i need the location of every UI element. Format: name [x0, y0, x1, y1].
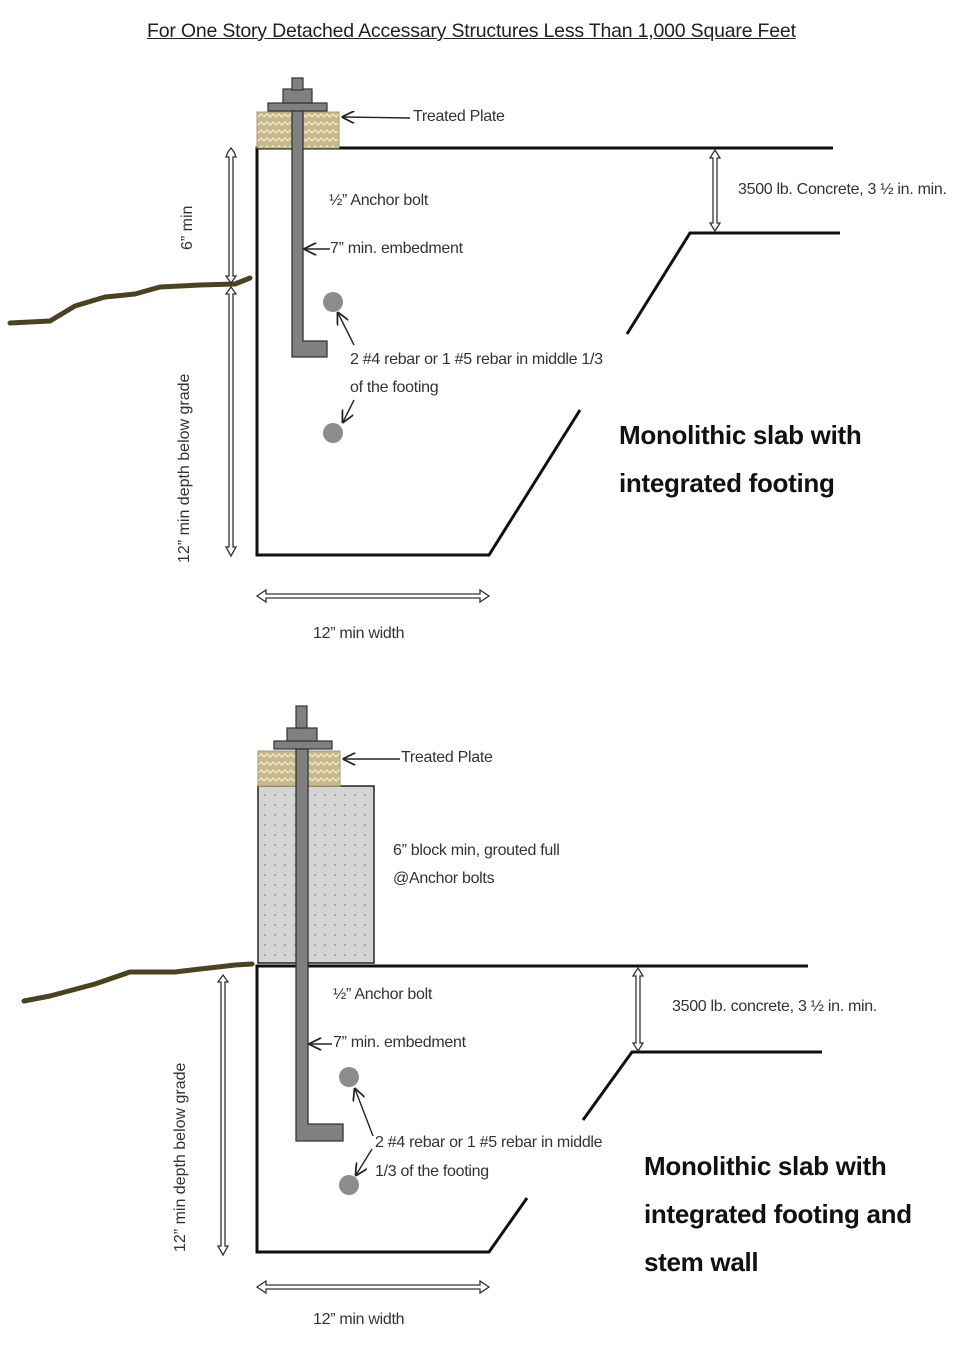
caption-diagram1: Monolithic slab with integrated footing — [619, 411, 862, 507]
bolt-tip — [295, 705, 308, 729]
rebar-label-line2: of the footing — [350, 379, 439, 396]
dim-12in-width — [255, 588, 491, 604]
rebar-label-line1: 2 #4 rebar or 1 #5 rebar in middle — [375, 1134, 603, 1151]
rebar-dot — [339, 1175, 359, 1195]
dim-12in-depth — [216, 973, 230, 1257]
footing-outline — [255, 964, 808, 1254]
dim-6in-above-grade — [224, 146, 238, 285]
slab-thickness-label: 3500 lb. Concrete, 3 ½ in. min. — [738, 181, 947, 198]
caption-line: integrated footing and — [644, 1199, 912, 1229]
rebar-dot — [323, 292, 343, 312]
dim-12in-width — [255, 1279, 491, 1295]
caption-line: Monolithic slab with — [619, 420, 862, 450]
rebar-leader-bottom — [343, 399, 355, 422]
grade-line — [7, 275, 253, 326]
depth-below-grade-label: 12” min depth below grade — [172, 1062, 189, 1252]
rebar-leader-top — [338, 313, 355, 346]
grade-line — [21, 961, 255, 1004]
caption-diagram2: Monolithic slab with integrated footing … — [644, 1142, 912, 1286]
anchor-bolt — [291, 110, 328, 358]
rebar-leader-bottom — [356, 1148, 373, 1175]
embedment-label: 7” min. embedment — [333, 1034, 466, 1051]
rebar-dot — [323, 423, 343, 443]
treated-plate-label: Treated Plate — [413, 108, 505, 125]
slab-bottom-outline — [581, 1050, 822, 1121]
washer — [267, 102, 328, 112]
dim-12in-depth — [224, 285, 238, 558]
dim-slab-thickness — [708, 148, 722, 233]
dim-slab-thickness — [631, 966, 645, 1053]
nut — [282, 88, 313, 104]
embedment-label: 7” min. embedment — [330, 240, 463, 257]
caption-line: integrated footing — [619, 468, 835, 498]
slab-thickness-label: 3500 lb. concrete, 3 ½ in. min. — [672, 998, 878, 1015]
block-label-line1: 6” block min, grouted full — [393, 842, 560, 859]
anchor-bolt — [295, 748, 344, 1142]
bolt-tip — [291, 77, 304, 91]
width-label: 12” min width — [313, 625, 405, 642]
treated-plate-label: Treated Plate — [401, 749, 493, 766]
footing-outline — [255, 146, 833, 557]
diagram-monolithic-slab — [7, 77, 840, 604]
depth-below-grade-label: 12” min depth below grade — [176, 373, 193, 563]
rebar-dot — [339, 1067, 359, 1087]
anchor-bolt-label: ½” Anchor bolt — [329, 192, 428, 209]
caption-line: stem wall — [644, 1247, 759, 1277]
rebar-leader-top — [355, 1089, 374, 1137]
washer — [273, 740, 333, 750]
nut — [286, 727, 318, 742]
width-label: 12” min width — [313, 1311, 405, 1328]
anchor-bolt-label: ½” Anchor bolt — [333, 986, 432, 1003]
height-above-grade-label: 6” min — [179, 205, 196, 250]
rebar-label-line1: 2 #4 rebar or 1 #5 rebar in middle 1/3 — [350, 351, 603, 368]
caption-line: Monolithic slab with — [644, 1151, 887, 1181]
diagram-stem-wall — [21, 705, 822, 1295]
page-title: For One Story Detached Accessary Structu… — [147, 20, 796, 42]
slab-bottom-outline — [625, 231, 840, 335]
block-stem-wall — [257, 785, 375, 964]
treated-plate-leader — [343, 117, 411, 118]
block-label-line2: @Anchor bolts — [393, 870, 495, 887]
rebar-label-line2: 1/3 of the footing — [375, 1163, 489, 1180]
